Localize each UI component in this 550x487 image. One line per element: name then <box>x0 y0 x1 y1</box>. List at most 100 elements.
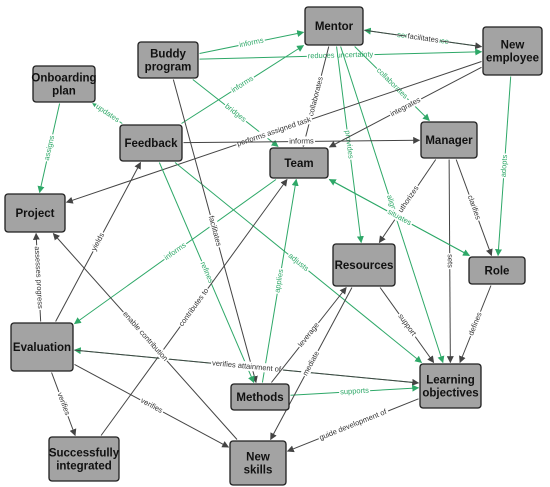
edge-label-background <box>288 136 316 146</box>
node-label: Mentor <box>315 21 354 33</box>
node-label: Evaluation <box>13 342 71 354</box>
node-label: Team <box>284 158 313 170</box>
node-box <box>419 363 482 409</box>
node-box <box>137 41 199 79</box>
node-label: plan <box>52 86 76 98</box>
edge-label-group: support <box>395 311 420 340</box>
edge-label-background <box>176 285 212 329</box>
edge-label: facilitates <box>407 31 439 44</box>
node-label: integrated <box>56 461 112 473</box>
edge-manager-to-role: clarifies <box>455 159 493 257</box>
edge-label: verifies <box>55 391 72 417</box>
edge-evaluation-to-learning-objectives: verifies attainment of <box>74 349 420 386</box>
edge-label-background <box>234 114 314 149</box>
edge-label-group: sets <box>445 253 455 270</box>
node-box <box>420 121 478 159</box>
edge-label: support <box>396 312 418 338</box>
edge-new-employee-to-role: adopts <box>495 76 512 257</box>
edge-evaluation-to-feedback: yields <box>55 161 142 322</box>
edge-label-background <box>93 101 123 125</box>
node-label: Onboarding <box>31 73 96 85</box>
edge-label-background <box>306 49 375 61</box>
edge-label-group: informs <box>237 35 266 50</box>
edge-label-background <box>305 74 326 119</box>
edge-evaluation-to-new-skills: verifies <box>74 364 230 448</box>
node-team: Team <box>269 147 329 179</box>
edge-label-group: informs <box>228 72 257 96</box>
nodes-layer: MentorNewemployeeBuddyprogramOnboardingp… <box>4 6 543 486</box>
edge-label-group: assigns <box>41 133 57 163</box>
edge-label: defines <box>466 311 483 337</box>
node-role: Role <box>468 256 526 285</box>
node-label: Manager <box>425 135 473 147</box>
edge-label: informs <box>238 35 264 49</box>
edge-label-background <box>161 239 189 263</box>
edge-label-group: reduces uncertainty <box>306 49 375 61</box>
edge-label-background <box>393 182 422 219</box>
edge-label-group: assesses progress <box>32 245 46 311</box>
node-evaluation: Evaluation <box>10 322 74 372</box>
node-resources: Resources <box>332 243 396 287</box>
edge-label: contributes to <box>177 286 211 328</box>
edge-label-group: supports <box>338 385 371 397</box>
edge-label: adopts <box>499 154 510 177</box>
edge-mentor-to-new-employee: facilitates <box>364 29 483 50</box>
edge-onboarding-plan-to-project: assigns <box>37 103 61 194</box>
node-label: program <box>145 62 192 74</box>
edge-label-background <box>41 133 57 163</box>
edge-label-background <box>295 319 322 350</box>
edge-label: supports <box>340 386 369 397</box>
node-manager: Manager <box>420 121 478 159</box>
edge-buddy-program-to-new-employee: reduces uncertainty <box>199 48 483 61</box>
edge-label: verifies attainment of <box>212 358 283 374</box>
edge-label: leverage <box>296 321 321 349</box>
edge-evaluation-to-project: assesses progress <box>32 232 46 322</box>
edge-role-to-learning-objectives: defines <box>459 285 492 364</box>
edge-label: applies <box>272 268 285 293</box>
edge-feedback-to-onboarding-plan: updates <box>92 101 123 125</box>
node-label: Role <box>485 266 510 278</box>
node-box <box>119 124 183 162</box>
edge-team-to-evaluation: informs <box>73 179 277 325</box>
node-project: Project <box>4 193 66 233</box>
edge-label-background <box>272 267 286 295</box>
node-label: Resources <box>335 260 394 272</box>
edge-label-background <box>210 358 284 374</box>
edge-label-background <box>465 192 484 222</box>
edge-label-background <box>88 230 107 254</box>
edge-methods-to-team: applies <box>261 178 299 383</box>
edge-label-background <box>237 35 266 50</box>
node-box <box>468 256 526 285</box>
edge-label-group: guide development of <box>316 406 390 443</box>
edge-label-group: collaborates <box>305 74 326 119</box>
node-mentor: Mentor <box>304 6 364 46</box>
node-label: employee <box>486 53 539 65</box>
edge-label-group: verifies attainment of <box>210 358 284 374</box>
edge-feedback-to-manager: informs <box>183 136 421 146</box>
edge-methods-to-learning-objectives: supports <box>290 384 420 397</box>
edge-label-background <box>395 311 420 340</box>
edge-label: provides <box>343 130 355 159</box>
edge-label-background <box>338 385 371 397</box>
node-label: Feedback <box>124 138 178 150</box>
node-box <box>10 322 74 372</box>
node-label: objectives <box>422 388 478 400</box>
node-label: New <box>501 40 525 52</box>
edge-label-group: verifies <box>138 395 166 416</box>
edge-label-background <box>120 308 171 364</box>
edge-label-background <box>374 64 411 102</box>
edge-label-group: bridges <box>222 100 250 125</box>
edge-label-background <box>285 250 312 274</box>
edge-label: updates <box>94 102 121 125</box>
edge-label-background <box>138 395 166 416</box>
edge-label-group: leverage <box>295 319 322 350</box>
edge-feedback-to-methods: refines <box>158 162 255 384</box>
edge-mentor-to-resources: provides <box>336 46 364 244</box>
edge-label: guide development of <box>318 407 389 442</box>
